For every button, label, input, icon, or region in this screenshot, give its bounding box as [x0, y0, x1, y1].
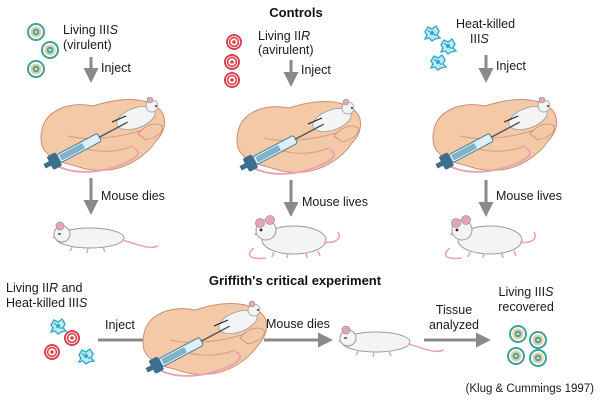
strain-label: Heat-killed — [456, 17, 515, 31]
avirulent-cell — [224, 54, 240, 70]
strain-sublabel: (avirulent) — [258, 43, 314, 57]
recovered-label: Living IIIS — [499, 285, 555, 299]
controls-heading: Controls — [269, 5, 322, 20]
strain-label: Living IIIS — [63, 23, 119, 37]
recovered-sublabel: recovered — [498, 300, 554, 314]
heat-killed-cell — [440, 38, 457, 55]
avirulent-cell-group — [224, 34, 242, 88]
virulent-cell — [529, 349, 547, 367]
experiment-heading: Griffith's critical experiment — [209, 273, 382, 288]
virulent-cell — [27, 23, 45, 41]
heat-killed-cell — [430, 54, 447, 71]
heat-killed-cell — [50, 318, 67, 335]
virulent-cell-group — [27, 23, 59, 78]
inject-label: Inject — [496, 59, 526, 73]
control-3: Heat-killed IIIS Inject Mouse lives — [424, 17, 562, 260]
heat-killed-cell — [78, 348, 95, 365]
dead-mouse — [51, 221, 159, 254]
outcome-label: Mouse dies — [101, 189, 165, 203]
recovered-cell-group — [507, 325, 547, 367]
living-mouse — [444, 214, 537, 260]
inject-label: Inject — [105, 318, 135, 332]
mix-label: Living IIR and — [6, 281, 83, 295]
experiment-row: Living IIR and Heat-killed IIIS Inject M… — [6, 281, 555, 378]
mixed-cell-group — [44, 318, 95, 365]
avirulent-cell — [64, 330, 80, 346]
control-1: Living IIIS (virulent) Inject Mouse dies — [27, 23, 166, 254]
outcome-label: Mouse lives — [302, 195, 368, 209]
strain-label: Living IIR — [258, 29, 310, 43]
avirulent-cell — [226, 34, 242, 50]
outcome-label: Mouse lives — [496, 189, 562, 203]
virulent-cell — [529, 331, 547, 349]
hand-injecting-mouse — [39, 96, 166, 174]
strain-sublabel: (virulent) — [63, 38, 112, 52]
hand-injecting-mouse — [431, 96, 558, 174]
citation: (Klug & Cummings 1997) — [466, 383, 595, 395]
avirulent-cell — [44, 344, 60, 360]
hand-injecting-mouse — [141, 300, 268, 378]
virulent-cell — [41, 41, 59, 59]
living-mouse — [248, 214, 341, 260]
strain-sublabel: IIIS — [470, 32, 489, 46]
inject-label: Inject — [301, 63, 331, 77]
avirulent-cell — [224, 72, 240, 88]
hand-injecting-mouse — [235, 98, 362, 176]
heat-killed-cell-group — [424, 25, 457, 71]
outcome-label: Mouse dies — [266, 317, 330, 331]
virulent-cell — [507, 347, 525, 365]
heat-killed-cell — [424, 25, 441, 42]
tissue-label: Tissue — [436, 303, 472, 317]
mix-sublabel: Heat-killed IIIS — [6, 296, 88, 310]
tissue-sublabel: analyzed — [429, 318, 479, 332]
inject-label: Inject — [101, 61, 131, 75]
virulent-cell — [509, 325, 527, 343]
virulent-cell — [27, 60, 45, 78]
control-2: Living IIR (avirulent) Inject Mouse live… — [224, 29, 368, 260]
